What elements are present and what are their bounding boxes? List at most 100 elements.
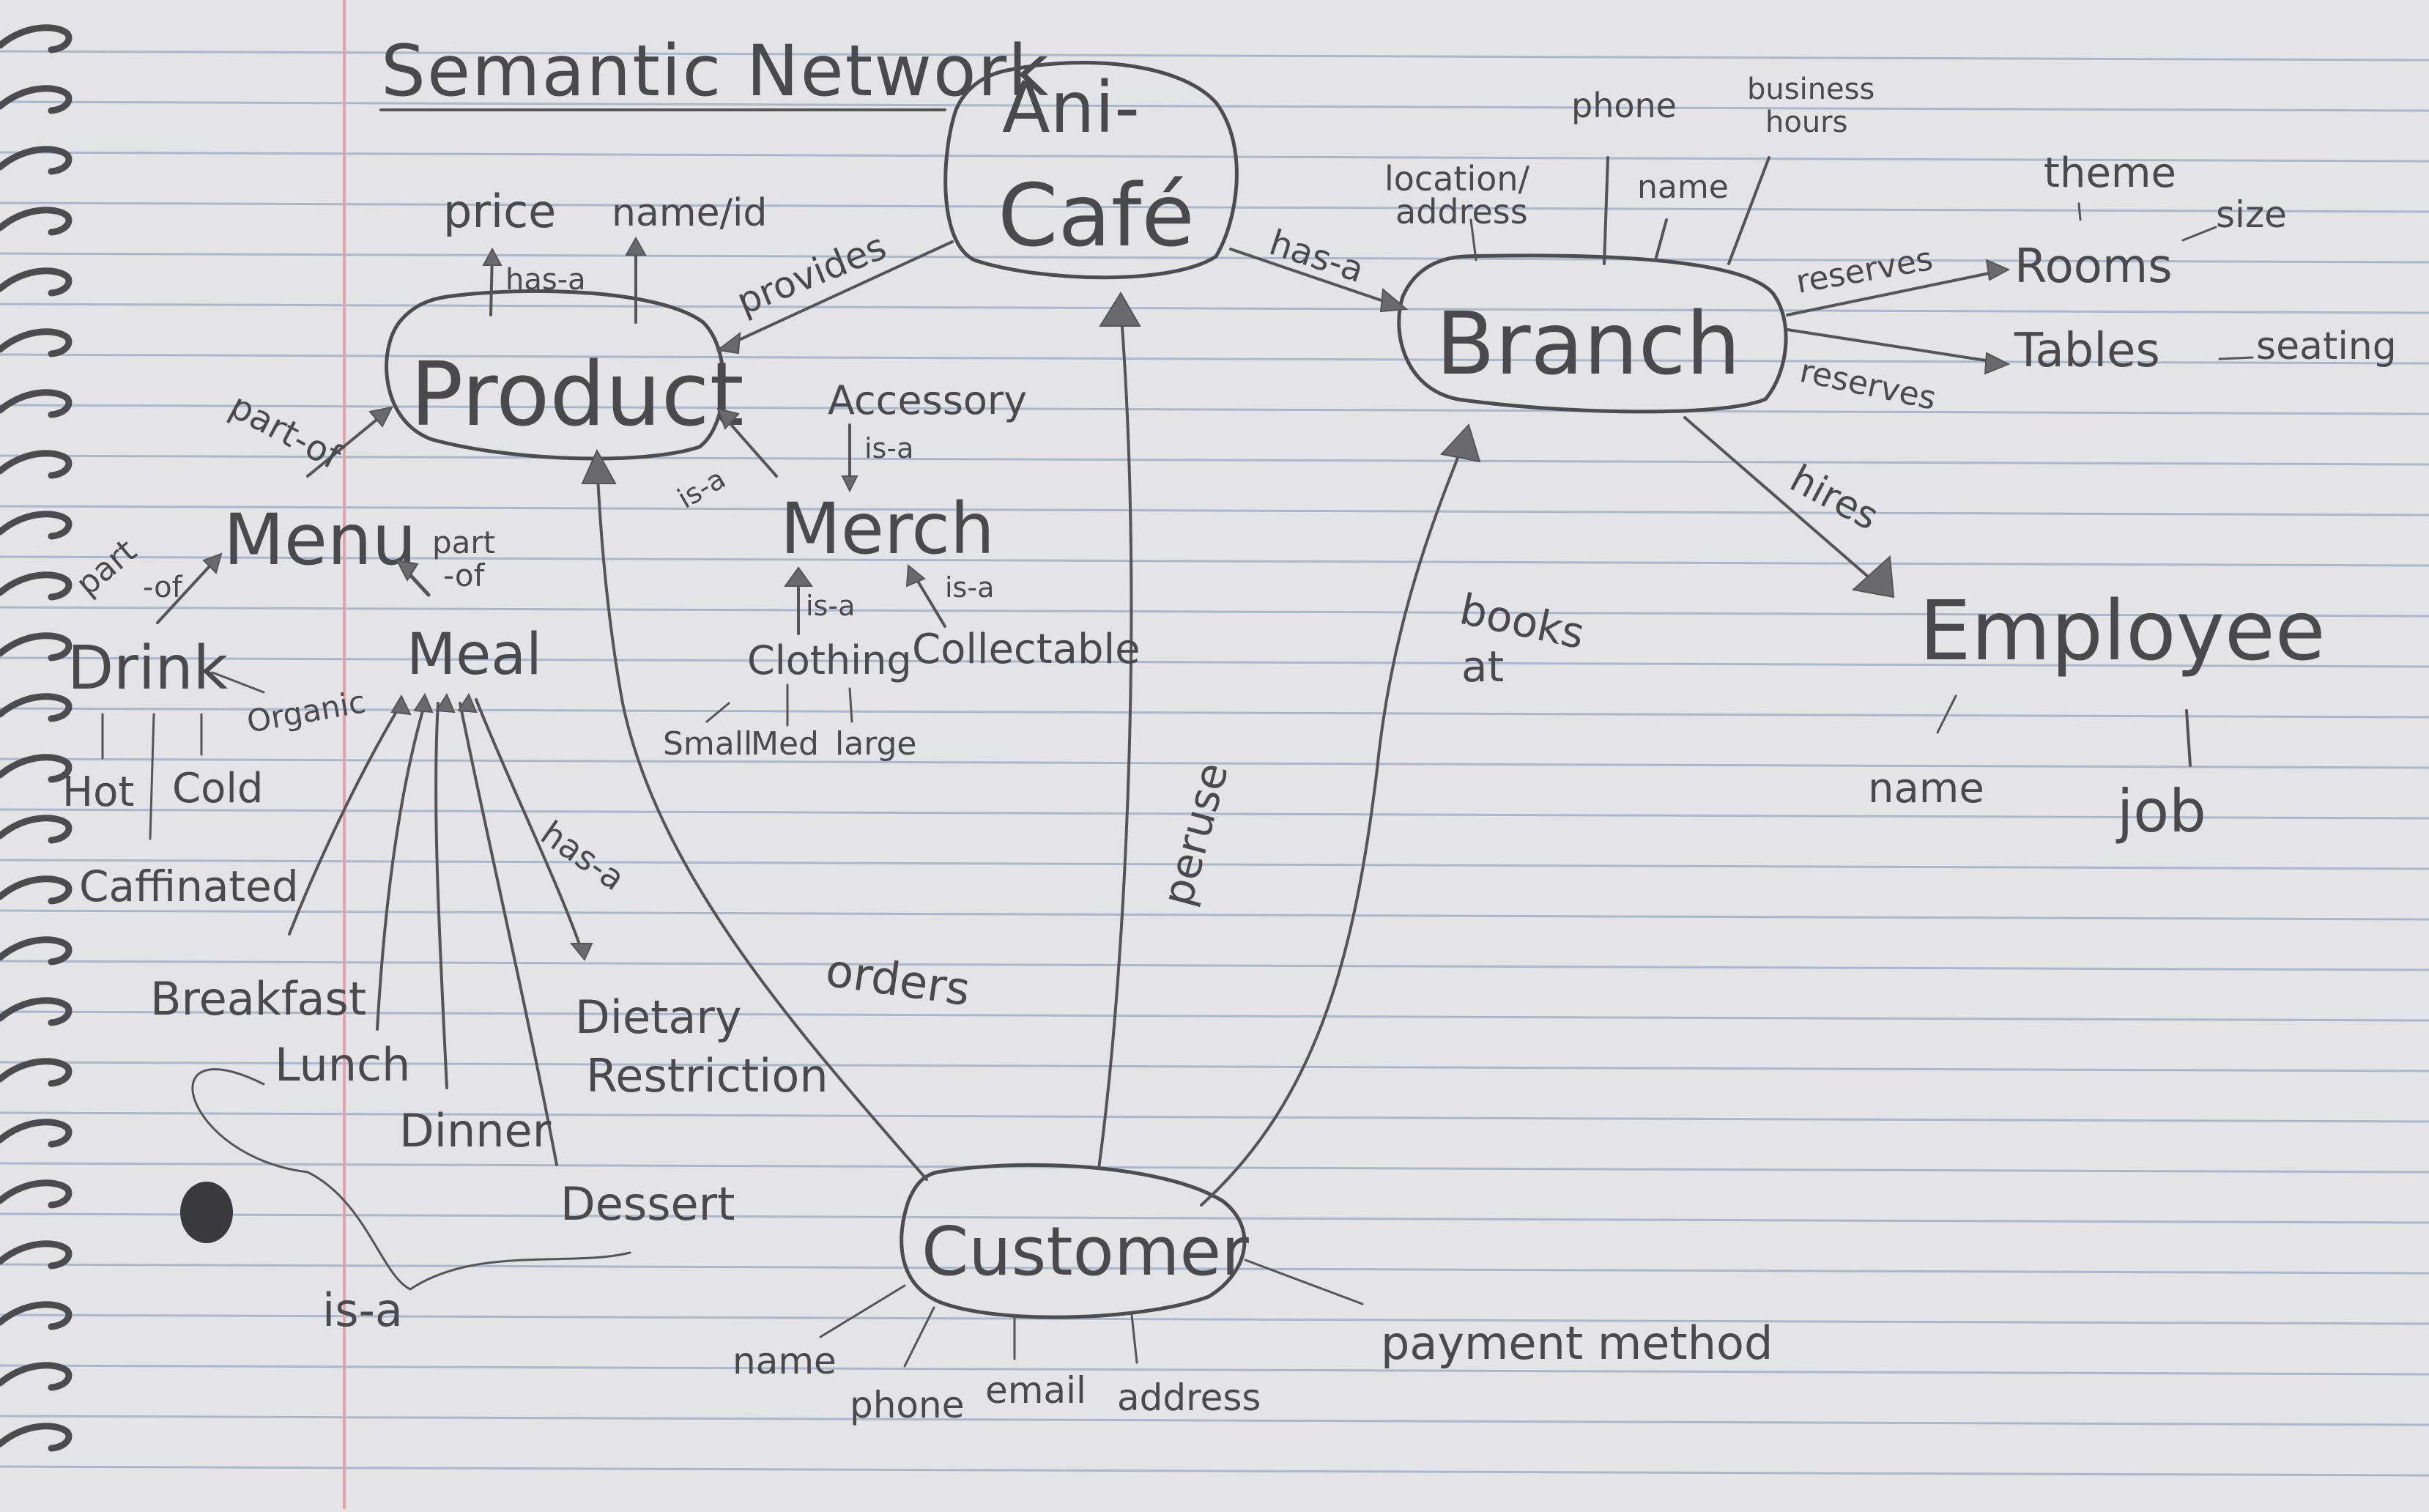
reserves-rooms-arrowhead	[1985, 259, 2011, 281]
rel-has-a-product: has-a	[505, 263, 586, 297]
meal-label: Meal	[407, 622, 542, 688]
edge-has-a-branch	[1229, 248, 1404, 309]
ruled-line	[0, 404, 2429, 415]
binder-hole	[180, 1182, 233, 1243]
attr-dinner: Dinner	[399, 1104, 552, 1157]
edge-dinner-meal	[434, 702, 448, 1089]
ruled-line	[0, 606, 2429, 618]
edge-size-small	[705, 702, 730, 723]
provides-arrowhead	[716, 331, 741, 355]
edge-size-large	[848, 687, 853, 723]
attr-employee-job: job	[2115, 777, 2206, 845]
edge-reserves-tables	[1786, 328, 2001, 364]
spiral-coil	[0, 328, 73, 357]
collectable-arrowhead	[905, 564, 926, 588]
product-label: Product	[410, 344, 744, 446]
rel-part-of-drink-2: -of	[143, 571, 183, 604]
edge-cust-address	[1130, 1313, 1138, 1364]
ruled-line	[0, 859, 2429, 870]
edge-peruse	[1097, 306, 1133, 1170]
edge-cust-payment	[1244, 1259, 1364, 1305]
attr-customer-payment: payment method	[1381, 1316, 1773, 1370]
spiral-coil	[0, 875, 73, 905]
edge-orders	[596, 460, 928, 1181]
edge-provides	[720, 240, 954, 349]
ruled-line	[0, 100, 2429, 112]
ruled-line	[0, 808, 2429, 820]
spiral-coil	[0, 389, 73, 418]
spiral-coil	[0, 1058, 73, 1087]
attr-customer-phone: phone	[850, 1384, 964, 1426]
edge-meal-dietary	[475, 698, 584, 954]
rel-part-of-meal-1: part	[432, 525, 495, 560]
edge-tables-seating	[2218, 356, 2254, 360]
ruled-lines	[0, 50, 2429, 1477]
attr-rooms-theme: theme	[2044, 149, 2176, 197]
ruled-line	[0, 1415, 2429, 1426]
rel-part-of-meal-2: -of	[443, 557, 486, 593]
edge-lunch-meal	[376, 702, 426, 1031]
diagram-title: Semantic Network	[381, 30, 1050, 112]
spiral-coil	[0, 207, 73, 236]
attr-dietary-line1: Dietary	[575, 990, 742, 1044]
branch-label: Branch	[1436, 293, 1740, 394]
menu-product-arrowhead	[368, 406, 393, 428]
is-a-bracket	[191, 1068, 631, 1291]
attr-size-small: Small	[663, 725, 752, 763]
ruled-line	[0, 1313, 2429, 1325]
spiral-coil	[0, 997, 73, 1026]
orders-arrowhead	[581, 448, 617, 484]
meal-menu-arrowhead	[396, 559, 419, 582]
edge-branch-location	[1469, 218, 1477, 262]
ruled-line	[0, 454, 2429, 466]
customer-node	[900, 1163, 1247, 1319]
edge-rooms-theme	[2077, 202, 2082, 221]
spiral-coil	[0, 632, 73, 662]
meal-arrowhead-2	[413, 692, 434, 714]
spiral-coil	[0, 754, 73, 783]
drink-label: Drink	[67, 634, 229, 703]
ruled-line	[0, 1111, 2429, 1123]
attr-lunch: Lunch	[275, 1038, 410, 1092]
has-a-branch-arrowhead	[1379, 288, 1409, 313]
tables-label: Tables	[2014, 324, 2160, 378]
rel-reserves-rooms: reserves	[1793, 240, 1935, 301]
rel-is-a-accessory: is-a	[864, 432, 913, 464]
ruled-line	[0, 909, 2429, 921]
menu-label: Menu	[223, 499, 417, 581]
rel-is-a-clothing: is-a	[806, 590, 855, 622]
spiral-coil	[0, 511, 73, 540]
attr-collectable: Collectable	[912, 626, 1141, 673]
rel-peruse: peruse	[1152, 757, 1238, 911]
reserves-tables-arrowhead	[1984, 352, 2011, 375]
spiral-coil	[0, 24, 73, 53]
ruled-line	[0, 353, 2429, 365]
ruled-line	[0, 555, 2429, 567]
ruled-line	[0, 757, 2429, 769]
edge-branch-hours	[1727, 156, 1770, 265]
rel-is-a-merch: is-a	[672, 462, 731, 515]
hires-arrowhead	[1851, 555, 1895, 598]
attr-location-line1: location/	[1384, 159, 1530, 199]
spiral-coil	[0, 693, 73, 722]
employee-label: Employee	[1919, 584, 2326, 679]
ruled-line	[0, 201, 2429, 213]
ruled-line	[0, 656, 2429, 668]
spiral-coil	[0, 1119, 73, 1148]
rel-part-of-menu: part-of	[223, 385, 348, 478]
attr-breakfast: Breakfast	[150, 972, 366, 1026]
edge-breakfast-meal	[288, 702, 403, 935]
spiral-coil	[0, 1240, 73, 1270]
edge-cust-phone	[903, 1306, 935, 1368]
edge-branch-phone	[1603, 156, 1609, 265]
ruled-line	[0, 960, 2429, 971]
attr-drink-cold: Cold	[172, 765, 263, 812]
peruse-arrowhead	[1099, 292, 1141, 327]
edge-branch-name	[1654, 218, 1668, 262]
attr-branch-name: name	[1637, 168, 1729, 206]
rel-has-a-meal: has-a	[534, 813, 632, 899]
attr-branch-phone: phone	[1571, 86, 1677, 125]
edge-reserves-rooms	[1786, 270, 2001, 316]
